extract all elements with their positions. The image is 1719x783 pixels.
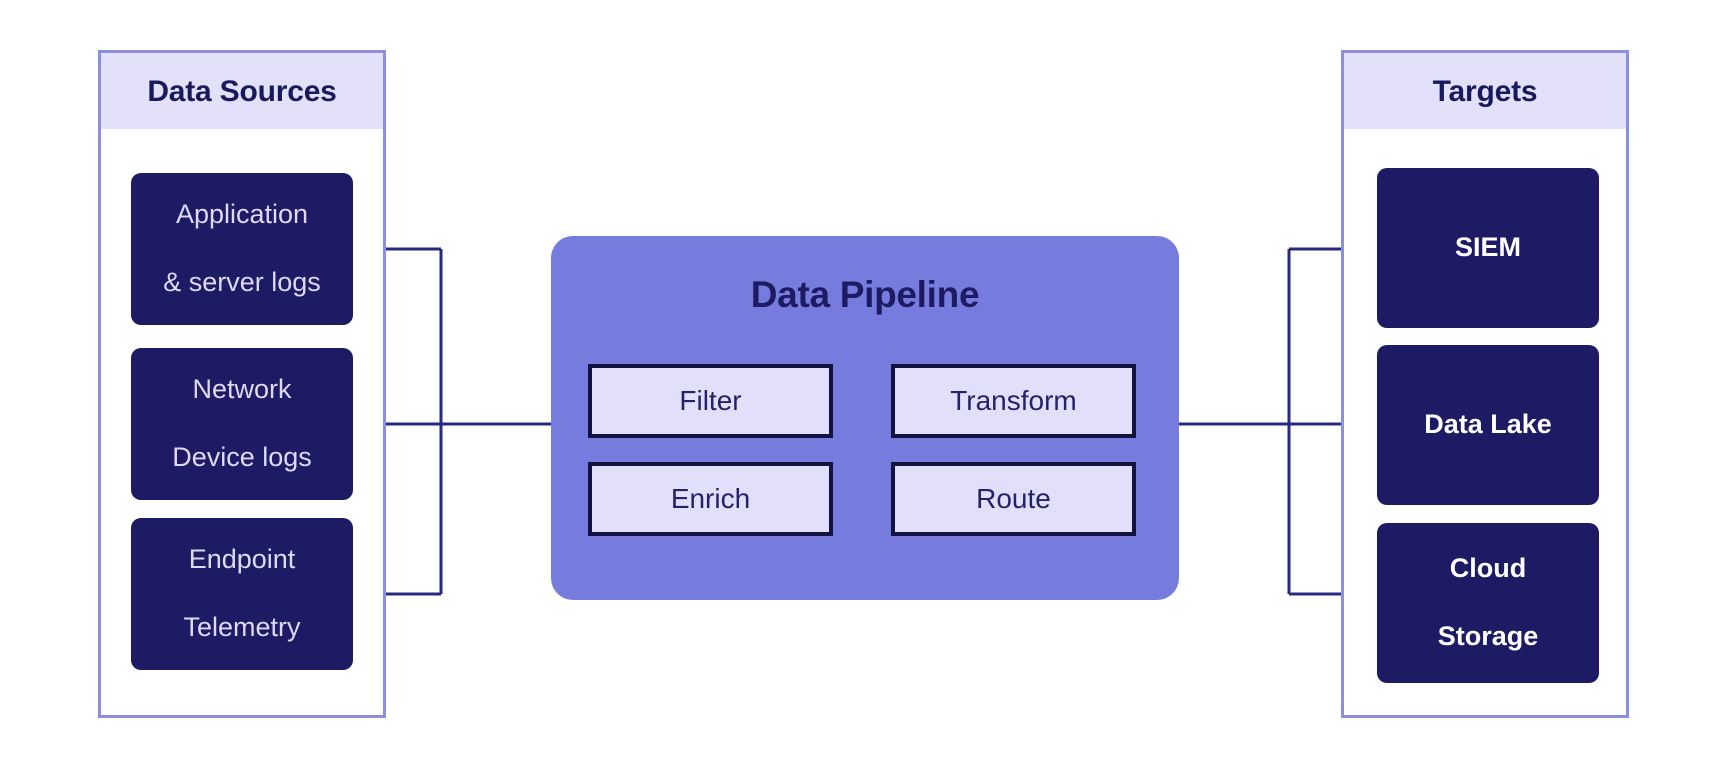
target-node-line-1: Data Lake [1424,409,1552,440]
source-node-label: Application & server logs [143,198,341,299]
target-node-label: Data Lake [1404,408,1572,442]
target-node-label: SIEM [1435,231,1541,265]
source-node-line-1: Network [192,374,292,405]
pipeline-stage-enrich[interactable]: Enrich [588,462,833,536]
target-node-siem[interactable]: SIEM [1377,168,1599,328]
source-node-line-1: Endpoint [188,544,296,575]
target-node-data-lake[interactable]: Data Lake [1377,345,1599,505]
pipeline-stage-filter[interactable]: Filter [588,364,833,438]
source-node-line-2: Device logs [172,441,312,472]
target-node-line-1: SIEM [1454,232,1521,263]
targets-header: Targets [1344,53,1626,129]
source-node-application-server-logs[interactable]: Application & server logs [131,173,353,325]
pipeline-stage-grid: Filter Transform Enrich Route [588,364,1142,536]
target-node-line-1: Cloud [1449,553,1527,584]
target-node-line-2: Storage [1437,620,1539,651]
source-node-line-2: Telemetry [183,611,301,642]
source-node-line-2: & server logs [163,266,321,297]
data-pipeline-container: Data Pipeline Filter Transform Enrich Ro… [551,236,1179,600]
source-node-line-1: Application [175,199,309,230]
data-sources-header: Data Sources [101,53,383,129]
pipeline-stage-transform[interactable]: Transform [891,364,1136,438]
pipeline-stage-route[interactable]: Route [891,462,1136,536]
data-pipeline-title: Data Pipeline [750,274,980,315]
